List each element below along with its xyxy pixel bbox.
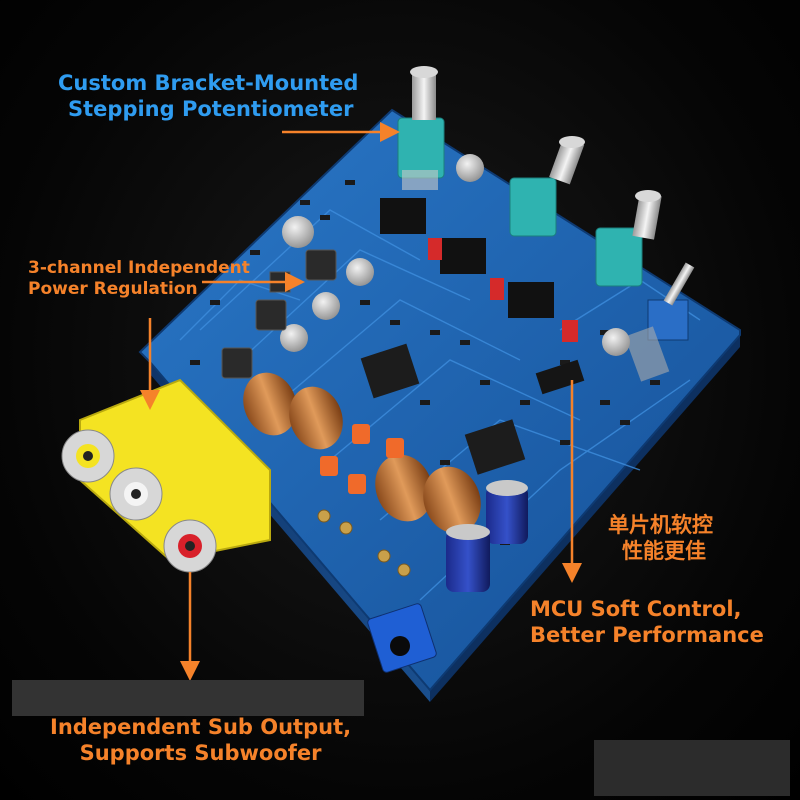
smd-components: [190, 180, 660, 545]
callout-line: Power Regulation: [28, 279, 198, 300]
film-capacitors: [428, 238, 578, 342]
callout-line: Stepping Potentiometer: [68, 97, 354, 122]
board-edge: [430, 335, 740, 702]
callout-line: Custom Bracket-Mounted: [58, 71, 359, 95]
orange-capacitors: [320, 424, 404, 494]
callout-line: 性能更佳: [622, 539, 706, 564]
dip-ic: [380, 198, 554, 318]
callout-line: Better Performance: [530, 623, 764, 648]
electrolytic-capacitors: [280, 154, 630, 356]
rca-jack-white: [109, 467, 163, 521]
callout-sub-output: Independent Sub Output, Supports Subwoof…: [50, 714, 351, 767]
callout-potentiometer: Custom Bracket-Mounted Stepping Potentio…: [58, 70, 358, 123]
potentiometer-1: [397, 66, 445, 190]
qfp-chip: [360, 343, 585, 475]
speaker-terminals: [317, 509, 411, 577]
callout-line: 单片机软控: [608, 513, 713, 537]
redaction-bar: [594, 740, 790, 796]
callout-mcu: MCU Soft Control, Better Performance: [530, 596, 764, 649]
toroid-coils: [243, 372, 481, 534]
rca-jack-yellow: [61, 429, 115, 483]
pcb-board: [138, 108, 741, 692]
potentiometer-2: [509, 136, 585, 237]
dc-power-jack: [367, 603, 437, 673]
bulk-capacitors: [446, 480, 528, 592]
callout-line: Independent Sub Output,: [50, 715, 352, 739]
redaction-bar: [12, 680, 364, 716]
rca-jack-red: [163, 519, 217, 573]
callout-line: 3-channel Independent: [28, 258, 250, 278]
callout-line: MCU Soft Control,: [530, 597, 742, 621]
callout-arrows: [140, 122, 582, 681]
callout-power: 3-channel Independent Power Regulation: [28, 258, 250, 301]
potentiometer-3: [595, 190, 662, 287]
callout-line: Supports Subwoofer: [79, 741, 322, 766]
toggle-switch: [624, 262, 695, 382]
callout-mcu-chinese: 单片机软控 性能更佳: [608, 512, 713, 565]
